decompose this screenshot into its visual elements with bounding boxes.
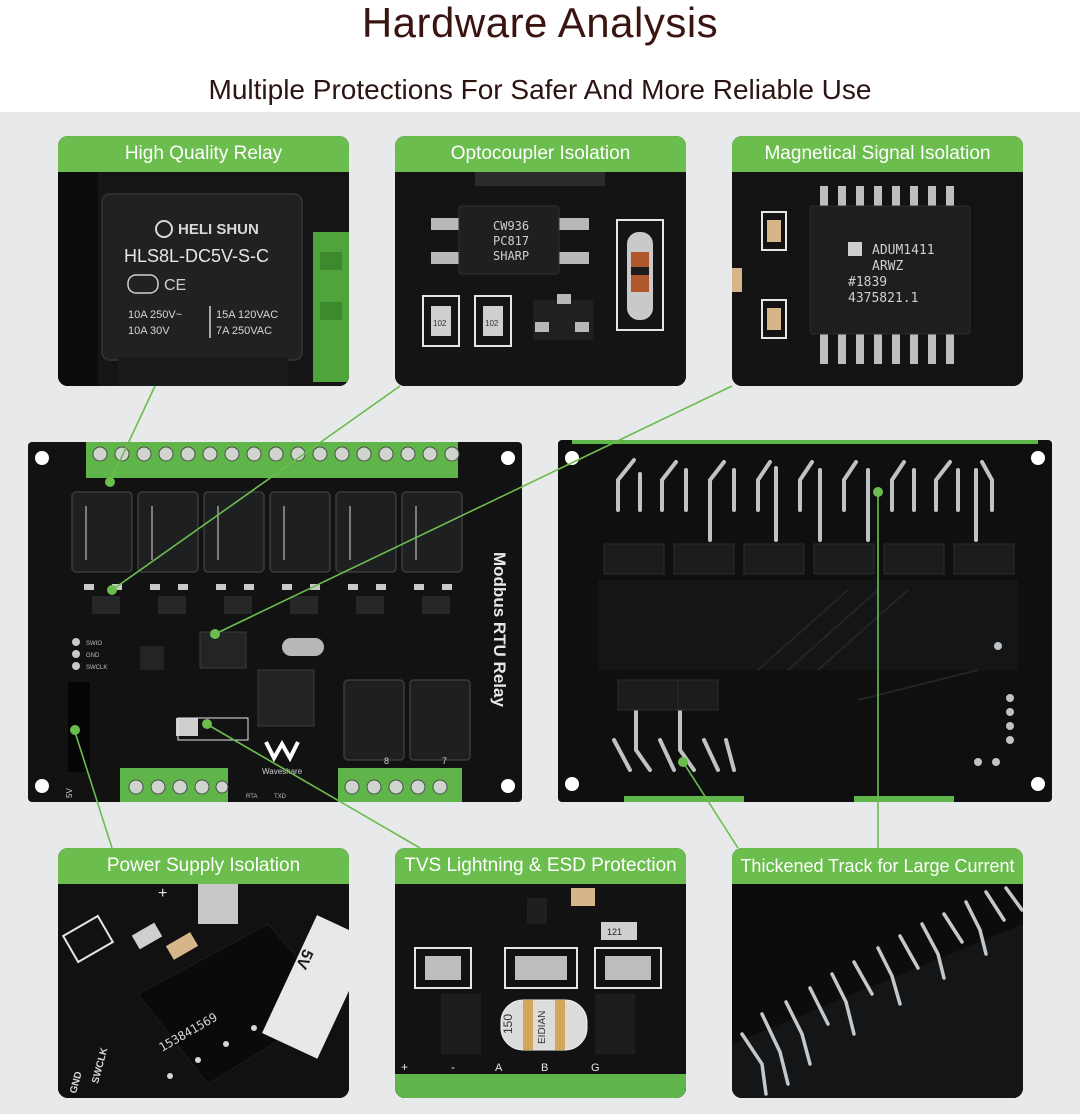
power-5v-label: 5V — [292, 946, 316, 971]
tvs-fuse-value: 150 — [501, 1014, 515, 1034]
opto-resistor-2-text: 102 — [485, 319, 499, 328]
tvs-resistor-text: 121 — [607, 927, 622, 937]
relay-rating-left-1: 10A 250V~ — [128, 309, 182, 321]
relay-rating-left-2: 10A 30V — [128, 325, 170, 337]
tvs-pin-g: G — [591, 1062, 600, 1074]
page-title: Hardware Analysis — [361, 0, 719, 46]
tvs-pin-b: B — [541, 1062, 548, 1074]
optocoupler-closeup-photo: CW936 PC817 SHARP 102 102 — [395, 172, 686, 386]
panel-optocoupler-isolation: Optocoupler Isolation CW936 PC817 SHARP — [395, 136, 686, 386]
svg-text:CE: CE — [164, 277, 186, 294]
power-plus-label: + — [158, 885, 167, 902]
pad-label-swclk: SWCLK — [86, 665, 107, 671]
relay-closeup-photo: HELI SHUN HLS8L-DC5V-S-C CE 10A 250V~ 10… — [58, 172, 349, 386]
board-brand-text: Waveshare — [262, 767, 303, 776]
relay-rating-right-1: 15A 120VAC — [216, 309, 278, 321]
panel-label-power: Power Supply Isolation — [58, 848, 349, 884]
magnetic-isolation-closeup-photo: ADUM1411 ARWZ #1839 4375821.1 — [732, 172, 1023, 386]
terminal-label-8: 8 — [384, 756, 389, 766]
panel-label-relay: High Quality Relay — [58, 136, 349, 172]
board-name-text: Modbus RTU Relay — [490, 552, 509, 707]
opto-resistor-1-text: 102 — [433, 319, 447, 328]
pad-label-swio: SWIO — [86, 641, 102, 647]
opto-chip-line2: PC817 — [493, 234, 529, 248]
panel-label-optocoupler: Optocoupler Isolation — [395, 136, 686, 172]
led-label-rta: RTA — [246, 794, 257, 800]
relay-rating-right-2: 7A 250VAC — [216, 325, 272, 337]
relay-board-back — [558, 440, 1052, 802]
led-label-txd: TXD — [274, 794, 287, 800]
adum-chip-line1: ADUM1411 — [872, 243, 935, 258]
relay-brand-text: HELI SHUN — [178, 221, 259, 238]
panel-tvs-esd-protection: TVS Lightning & ESD Protection 121 15 — [395, 848, 686, 1098]
panel-label-track: Thickened Track for Large Current — [732, 848, 1023, 884]
adum-chip-line2: ARWZ — [872, 259, 903, 274]
hardware-stage: High Quality Relay HELI SHUN HLS8L-DC5V-… — [0, 112, 1080, 1114]
terminal-label-7: 7 — [442, 756, 447, 766]
relay-board-front: SWIO GND SWCLK 5V Waveshare 8 — [28, 442, 522, 802]
board-power-label: 5V — [65, 788, 74, 798]
panel-thickened-track: Thickened Track for Large Current — [732, 848, 1023, 1098]
opto-chip-line1: CW936 — [493, 219, 529, 233]
tvs-pin-plus: + — [401, 1060, 408, 1074]
opto-chip-line3: SHARP — [493, 249, 529, 263]
power-isolation-closeup-photo: + 153841569 5V SWCLK GND — [58, 884, 349, 1098]
adum-chip-line4: 4375821.1 — [848, 291, 918, 306]
tvs-protection-closeup-photo: 121 150 EIDIAN + - A B G — [395, 884, 686, 1098]
thickened-track-closeup-photo — [732, 884, 1023, 1098]
tvs-fuse-brand: EIDIAN — [537, 1011, 548, 1044]
tvs-pin-minus: - — [451, 1060, 455, 1074]
panel-high-quality-relay: High Quality Relay HELI SHUN HLS8L-DC5V-… — [58, 136, 349, 386]
page-subtitle: Multiple Protections For Safer And More … — [208, 74, 872, 105]
adum-chip-line3: #1839 — [848, 275, 887, 290]
panel-power-supply-isolation: Power Supply Isolation + 153841569 5V SW… — [58, 848, 349, 1098]
pad-label-gnd: GND — [86, 653, 100, 659]
panel-magnetical-signal-isolation: Magnetical Signal Isolation ADUM1411 AR — [732, 136, 1023, 386]
relay-model-text: HLS8L-DC5V-S-C — [124, 246, 269, 266]
header: Hardware Analysis Multiple Protections F… — [0, 0, 1080, 112]
panel-label-tvs: TVS Lightning & ESD Protection — [395, 848, 686, 884]
tvs-pin-a: A — [495, 1062, 503, 1074]
panel-label-magnetic: Magnetical Signal Isolation — [732, 136, 1023, 172]
